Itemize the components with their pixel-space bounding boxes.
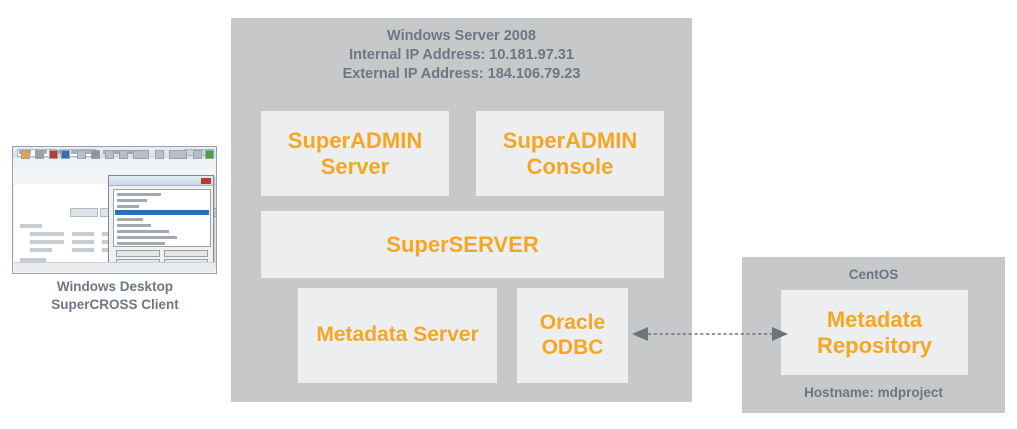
thumb-dialog-titlebar xyxy=(109,176,213,186)
oracle-odbc-box[interactable]: Oracle ODBC xyxy=(517,288,628,383)
thumb-tool-10 xyxy=(155,150,164,159)
oracle-odbc-label-line2: ODBC xyxy=(541,335,604,359)
thumb-row-label xyxy=(30,232,64,236)
list-item xyxy=(117,193,161,196)
thumb-modal-dialog xyxy=(108,175,214,267)
windows-server-panel: Windows Server 2008 Internal IP Address:… xyxy=(231,18,692,402)
list-item xyxy=(117,242,165,245)
thumb-cell xyxy=(72,240,94,244)
metadata-repository-label: Metadata Repository xyxy=(817,307,932,359)
thumb-tool-5 xyxy=(77,150,86,159)
metadata-repository-label-line2: Repository xyxy=(817,332,932,358)
centos-panel: CentOS Metadata Repository Hostname: mdp… xyxy=(742,257,1005,413)
list-item xyxy=(117,224,151,227)
list-item xyxy=(117,236,177,239)
superadmin-console-label-line1: SuperADMIN xyxy=(502,127,638,153)
thumb-tool-7 xyxy=(105,150,114,159)
thumb-tool-11 xyxy=(169,150,187,159)
metadata-repository-label-line1: Metadata xyxy=(826,306,923,332)
thumb-cell xyxy=(72,232,94,236)
thumb-tool-13 xyxy=(205,150,214,159)
metadata-repository-box[interactable]: Metadata Repository xyxy=(781,290,968,375)
thumb-row-label xyxy=(30,248,52,252)
list-item xyxy=(117,218,143,221)
thumb-tool-4 xyxy=(61,150,70,159)
thumb-menu-view xyxy=(51,150,67,154)
thumb-row-label xyxy=(20,224,42,228)
superserver-label: SuperSERVER xyxy=(386,231,539,257)
superadmin-console-label-line2: Console xyxy=(526,153,614,179)
superadmin-console-label: SuperADMIN Console xyxy=(503,128,637,180)
thumb-tool-3 xyxy=(49,150,58,159)
thumb-tool-6 xyxy=(91,150,100,159)
thumb-cell xyxy=(72,248,94,252)
close-icon xyxy=(201,177,211,184)
client-caption: Windows Desktop SuperCROSS Client xyxy=(51,279,179,313)
thumb-menu-help xyxy=(125,150,137,154)
thumb-dialog-list xyxy=(113,189,211,247)
thumb-tool-9 xyxy=(133,150,149,159)
thumb-dialog-button-2 xyxy=(164,250,208,257)
centos-hostname: Hostname: mdproject xyxy=(804,385,943,400)
thumb-row-label xyxy=(30,240,64,244)
thumb-dialog-button-1 xyxy=(116,250,160,257)
odbc-to-repository-link xyxy=(632,327,788,341)
superadmin-server-label-line1: SuperADMIN xyxy=(287,127,423,153)
thumb-tool-2 xyxy=(35,150,44,159)
arrowhead-left-icon xyxy=(632,327,648,341)
thumb-tool-1 xyxy=(21,150,30,159)
arrowhead-right-icon xyxy=(772,327,788,341)
oracle-odbc-label: Oracle ODBC xyxy=(540,311,605,361)
thumb-col-header-1 xyxy=(70,208,98,217)
superadmin-server-box[interactable]: SuperADMIN Server xyxy=(261,111,449,196)
metadata-server-box[interactable]: Metadata Server xyxy=(298,288,497,383)
oracle-odbc-label-line1: Oracle xyxy=(539,310,606,334)
windows-server-title: Windows Server 2008 Internal IP Address:… xyxy=(342,28,581,83)
centos-title: CentOS xyxy=(848,267,899,282)
thumb-tool-8 xyxy=(119,150,128,159)
list-item xyxy=(117,199,147,202)
superserver-box[interactable]: SuperSERVER xyxy=(261,211,664,278)
superadmin-server-label: SuperADMIN Server xyxy=(288,128,422,180)
list-item xyxy=(117,205,139,208)
superadmin-server-label-line2: Server xyxy=(320,153,390,179)
thumb-statusbar xyxy=(14,262,215,272)
metadata-server-label: Metadata Server xyxy=(316,323,479,347)
thumb-tool-12 xyxy=(193,150,202,159)
supercross-client-screenshot xyxy=(12,146,217,274)
list-item-selected xyxy=(115,210,209,215)
thumb-row-label xyxy=(20,258,46,262)
list-item xyxy=(117,230,169,233)
superadmin-console-box[interactable]: SuperADMIN Console xyxy=(476,111,664,196)
